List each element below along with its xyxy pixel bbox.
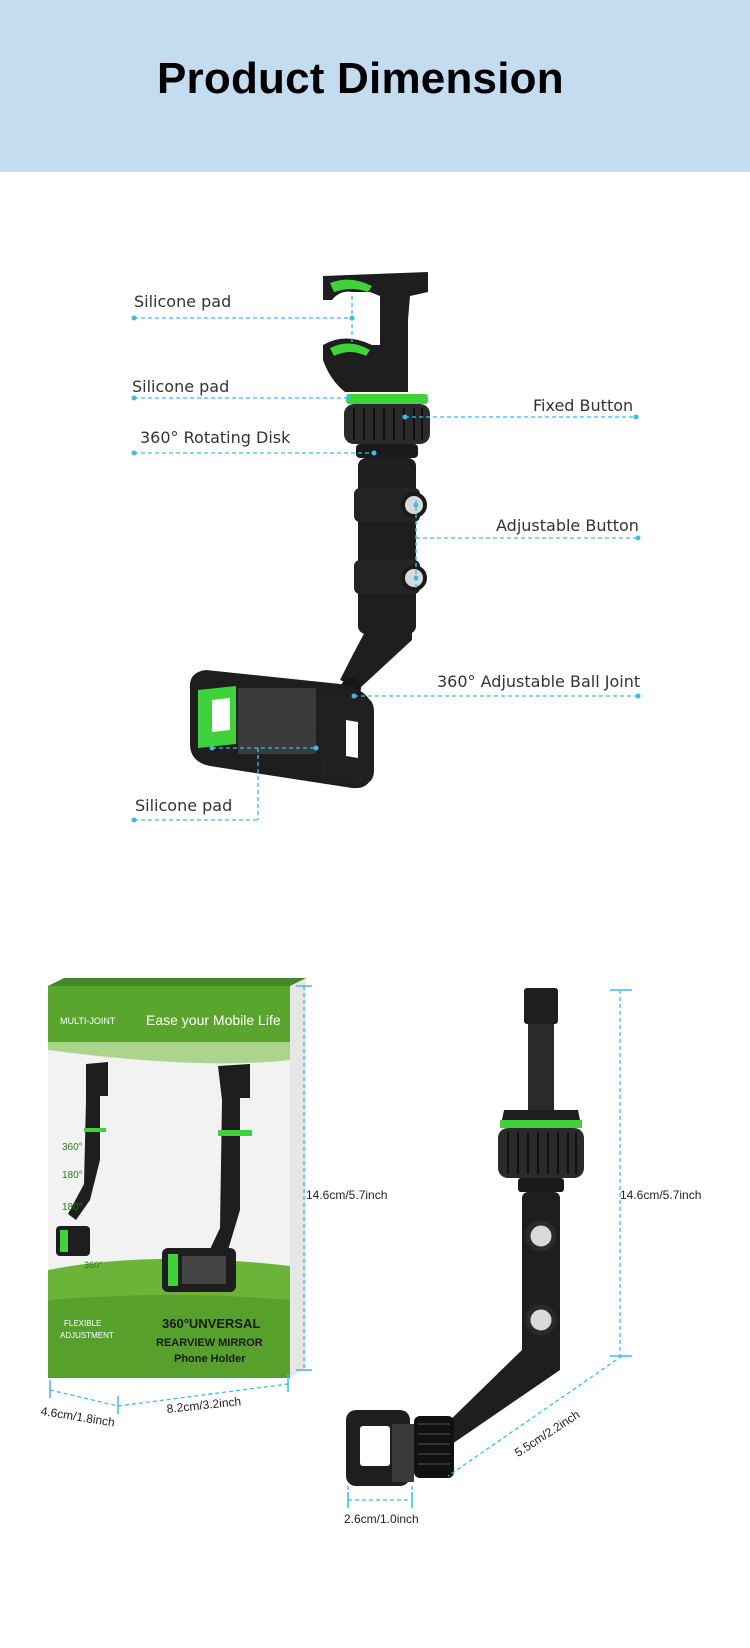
product-box: MULTI-JOINT Ease your Mobile Life 360° 1… bbox=[48, 978, 306, 1378]
box-flex-line2: ADJUSTMENT bbox=[60, 1331, 114, 1340]
box-angle-1: 360° bbox=[62, 1142, 83, 1153]
callout-lines bbox=[134, 296, 638, 821]
box-tag: MULTI-JOINT bbox=[60, 1016, 116, 1026]
box-flex-line1: FLEXIBLE bbox=[64, 1319, 101, 1328]
box-product-line1: 360°UNVERSAL bbox=[162, 1316, 260, 1331]
callout-ball-joint: 360° Adjustable Ball Joint bbox=[437, 672, 641, 691]
holder-dimension-ticks bbox=[347, 989, 632, 1508]
page-title: Product Dimension bbox=[157, 54, 564, 103]
callout-fixed-button: Fixed Button bbox=[533, 396, 634, 415]
callout-adjustable-button: Adjustable Button bbox=[496, 516, 639, 535]
box-angle-3: 180° bbox=[62, 1202, 83, 1213]
dim-box-height: 14.6cm/5.7inch bbox=[306, 1188, 388, 1202]
holder-illustration-top bbox=[189, 272, 430, 789]
holder-illustration-side bbox=[346, 988, 584, 1486]
dim-holder-height: 14.6cm/5.7inch bbox=[620, 1188, 702, 1202]
box-dimension-lines bbox=[49, 986, 305, 1407]
header-banner: Product Dimension bbox=[0, 0, 750, 172]
box-slogan: Ease your Mobile Life bbox=[146, 1012, 281, 1028]
box-dimension-ticks bbox=[49, 985, 312, 1414]
callout-rotating-disk: 360° Rotating Disk bbox=[140, 428, 291, 447]
dim-clip-width: 2.6cm/1.0inch bbox=[344, 1512, 419, 1526]
box-product-line2: REARVIEW MIRROR bbox=[156, 1337, 263, 1349]
box-angle-4: 360° bbox=[84, 1260, 103, 1270]
callout-silicone-pad-bottom: Silicone pad bbox=[135, 796, 233, 815]
callout-silicone-pad-mid: Silicone pad bbox=[132, 377, 230, 396]
callout-silicone-pad-top: Silicone pad bbox=[134, 292, 232, 311]
box-angle-2: 180° bbox=[62, 1170, 83, 1181]
box-product-line3: Phone Holder bbox=[174, 1353, 246, 1365]
callout-dots bbox=[131, 315, 641, 823]
